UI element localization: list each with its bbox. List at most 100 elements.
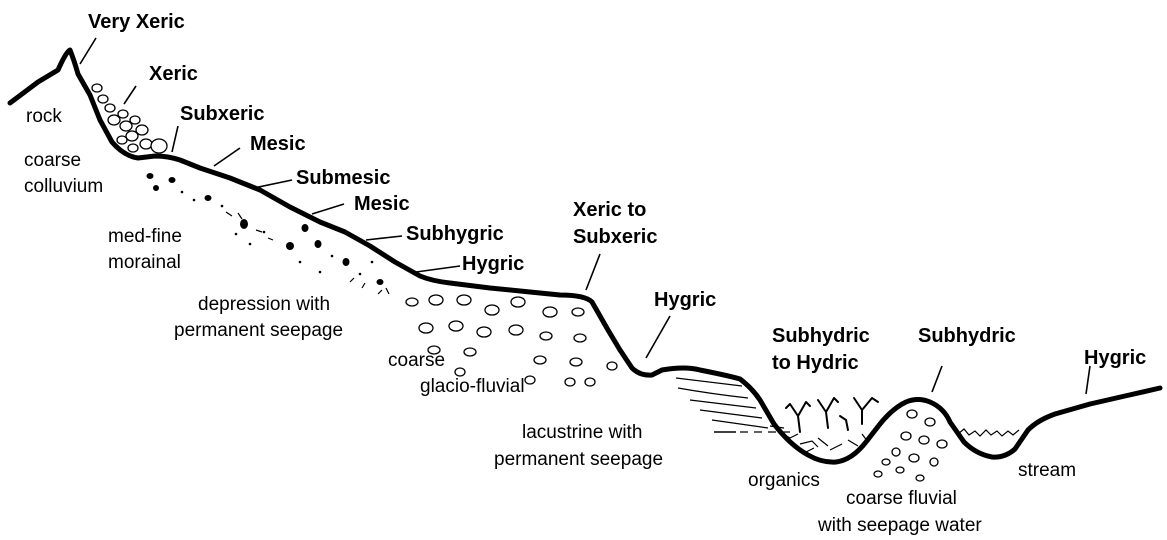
label-hygric-bank: Hygric bbox=[1084, 347, 1146, 369]
leader-subhydric bbox=[932, 366, 942, 392]
label-subhydric-to-hydric-line1: Subhydric bbox=[772, 325, 870, 347]
pebble bbox=[901, 432, 911, 440]
pebble bbox=[136, 125, 148, 135]
material-labels: rock coarse colluvium med-fine morainal … bbox=[24, 106, 1076, 536]
root bbox=[786, 402, 810, 432]
lacustrine-layers bbox=[676, 378, 768, 428]
label-mesic-lower: Mesic bbox=[354, 193, 410, 215]
pebble bbox=[120, 121, 132, 131]
pebble bbox=[511, 297, 525, 307]
label-subhydric-to-hydric: Subhydric to Hydric bbox=[772, 325, 875, 374]
label-submesic: Submesic bbox=[296, 167, 390, 189]
label-coarse-colluvium-line2: colluvium bbox=[24, 176, 103, 197]
grain bbox=[359, 273, 362, 276]
leader-hygric-bank bbox=[1086, 366, 1090, 394]
label-xeric: Xeric bbox=[149, 63, 198, 85]
label-coarse-glacio-fluvial-line1: coarse bbox=[388, 350, 445, 371]
pebble bbox=[108, 115, 120, 125]
leader-hygric-terrace bbox=[646, 316, 670, 358]
stream-water-surface bbox=[958, 429, 1019, 436]
label-hygric-slope: Hygric bbox=[462, 253, 524, 275]
pebble bbox=[457, 295, 471, 305]
stone bbox=[147, 173, 154, 179]
leader-very-xeric bbox=[80, 38, 96, 64]
grain bbox=[331, 255, 334, 258]
pebble bbox=[128, 144, 138, 152]
pebble bbox=[540, 332, 552, 340]
label-rock: rock bbox=[26, 106, 62, 127]
pebble bbox=[151, 139, 167, 153]
stone bbox=[302, 224, 309, 232]
pebble bbox=[570, 358, 582, 366]
grain bbox=[235, 233, 238, 236]
grain bbox=[319, 271, 322, 274]
pebble bbox=[874, 471, 882, 477]
label-hygric-terrace: Hygric bbox=[654, 289, 716, 311]
label-lacustrine-seepage-line1: lacustrine with bbox=[522, 422, 642, 443]
stone bbox=[205, 195, 212, 201]
leader-mesic-lower bbox=[312, 204, 344, 214]
pebble bbox=[429, 295, 443, 305]
grain bbox=[299, 261, 302, 264]
fine-lines bbox=[226, 212, 389, 294]
pebble bbox=[509, 325, 523, 335]
label-coarse-fluvial-line2: with seepage water bbox=[817, 515, 982, 536]
pebble bbox=[543, 307, 557, 317]
label-lacustrine-seepage: lacustrine with permanent seepage bbox=[494, 422, 663, 470]
stone bbox=[343, 258, 350, 266]
grain bbox=[249, 243, 252, 246]
label-stream: stream bbox=[1018, 460, 1076, 481]
pebble bbox=[118, 110, 128, 118]
label-med-fine-morainal: med-fine morainal bbox=[108, 226, 187, 273]
pebble bbox=[565, 378, 575, 386]
pebble bbox=[140, 139, 152, 149]
grain bbox=[193, 199, 196, 202]
pebble bbox=[92, 84, 102, 92]
label-coarse-fluvial: coarse fluvial with seepage water bbox=[817, 488, 982, 536]
root bbox=[818, 398, 838, 428]
pebble bbox=[572, 308, 584, 316]
label-coarse-colluvium-line1: coarse bbox=[24, 150, 81, 171]
root bbox=[854, 398, 878, 424]
label-subhygric: Subhygric bbox=[406, 223, 504, 245]
pebble bbox=[574, 334, 586, 342]
pebble bbox=[892, 448, 900, 456]
leader-xeric bbox=[124, 86, 136, 104]
label-coarse-colluvium: coarse colluvium bbox=[24, 150, 103, 197]
label-depression-seepage-line1: depression with bbox=[198, 294, 330, 315]
pebble bbox=[585, 378, 595, 386]
stone bbox=[169, 177, 176, 183]
pebble bbox=[919, 436, 929, 444]
label-subhydric-to-hydric-line2: to Hydric bbox=[772, 352, 859, 374]
stone bbox=[286, 242, 294, 250]
leader-submesic bbox=[254, 180, 292, 188]
pebble bbox=[130, 116, 140, 124]
label-med-fine-morainal-line2: morainal bbox=[108, 252, 181, 273]
label-lacustrine-seepage-line2: permanent seepage bbox=[494, 449, 663, 470]
label-depression-seepage-line2: permanent seepage bbox=[174, 320, 343, 341]
leader-subxeric bbox=[172, 126, 178, 152]
label-coarse-fluvial-line1: coarse fluvial bbox=[846, 488, 957, 509]
pebble bbox=[925, 418, 935, 426]
label-mesic-upper: Mesic bbox=[250, 133, 306, 155]
leader-subhygric bbox=[366, 236, 402, 240]
stone bbox=[377, 279, 384, 285]
pebble bbox=[449, 321, 463, 331]
stone bbox=[153, 185, 159, 191]
pebble bbox=[916, 475, 924, 481]
pebble bbox=[534, 356, 546, 364]
label-med-fine-morainal-line1: med-fine bbox=[108, 226, 182, 247]
pebble bbox=[525, 376, 535, 384]
grain bbox=[263, 231, 266, 234]
pebble bbox=[607, 362, 617, 370]
label-xeric-to-subxeric: Xeric to Subxeric bbox=[573, 199, 657, 248]
label-very-xeric: Very Xeric bbox=[88, 11, 185, 33]
leader-mesic-upper bbox=[214, 148, 240, 166]
grain bbox=[221, 205, 224, 208]
pebble bbox=[455, 368, 465, 376]
grain bbox=[181, 191, 184, 194]
label-depression-seepage: depression with permanent seepage bbox=[174, 294, 343, 341]
pebble bbox=[882, 459, 890, 465]
stone bbox=[240, 219, 248, 229]
